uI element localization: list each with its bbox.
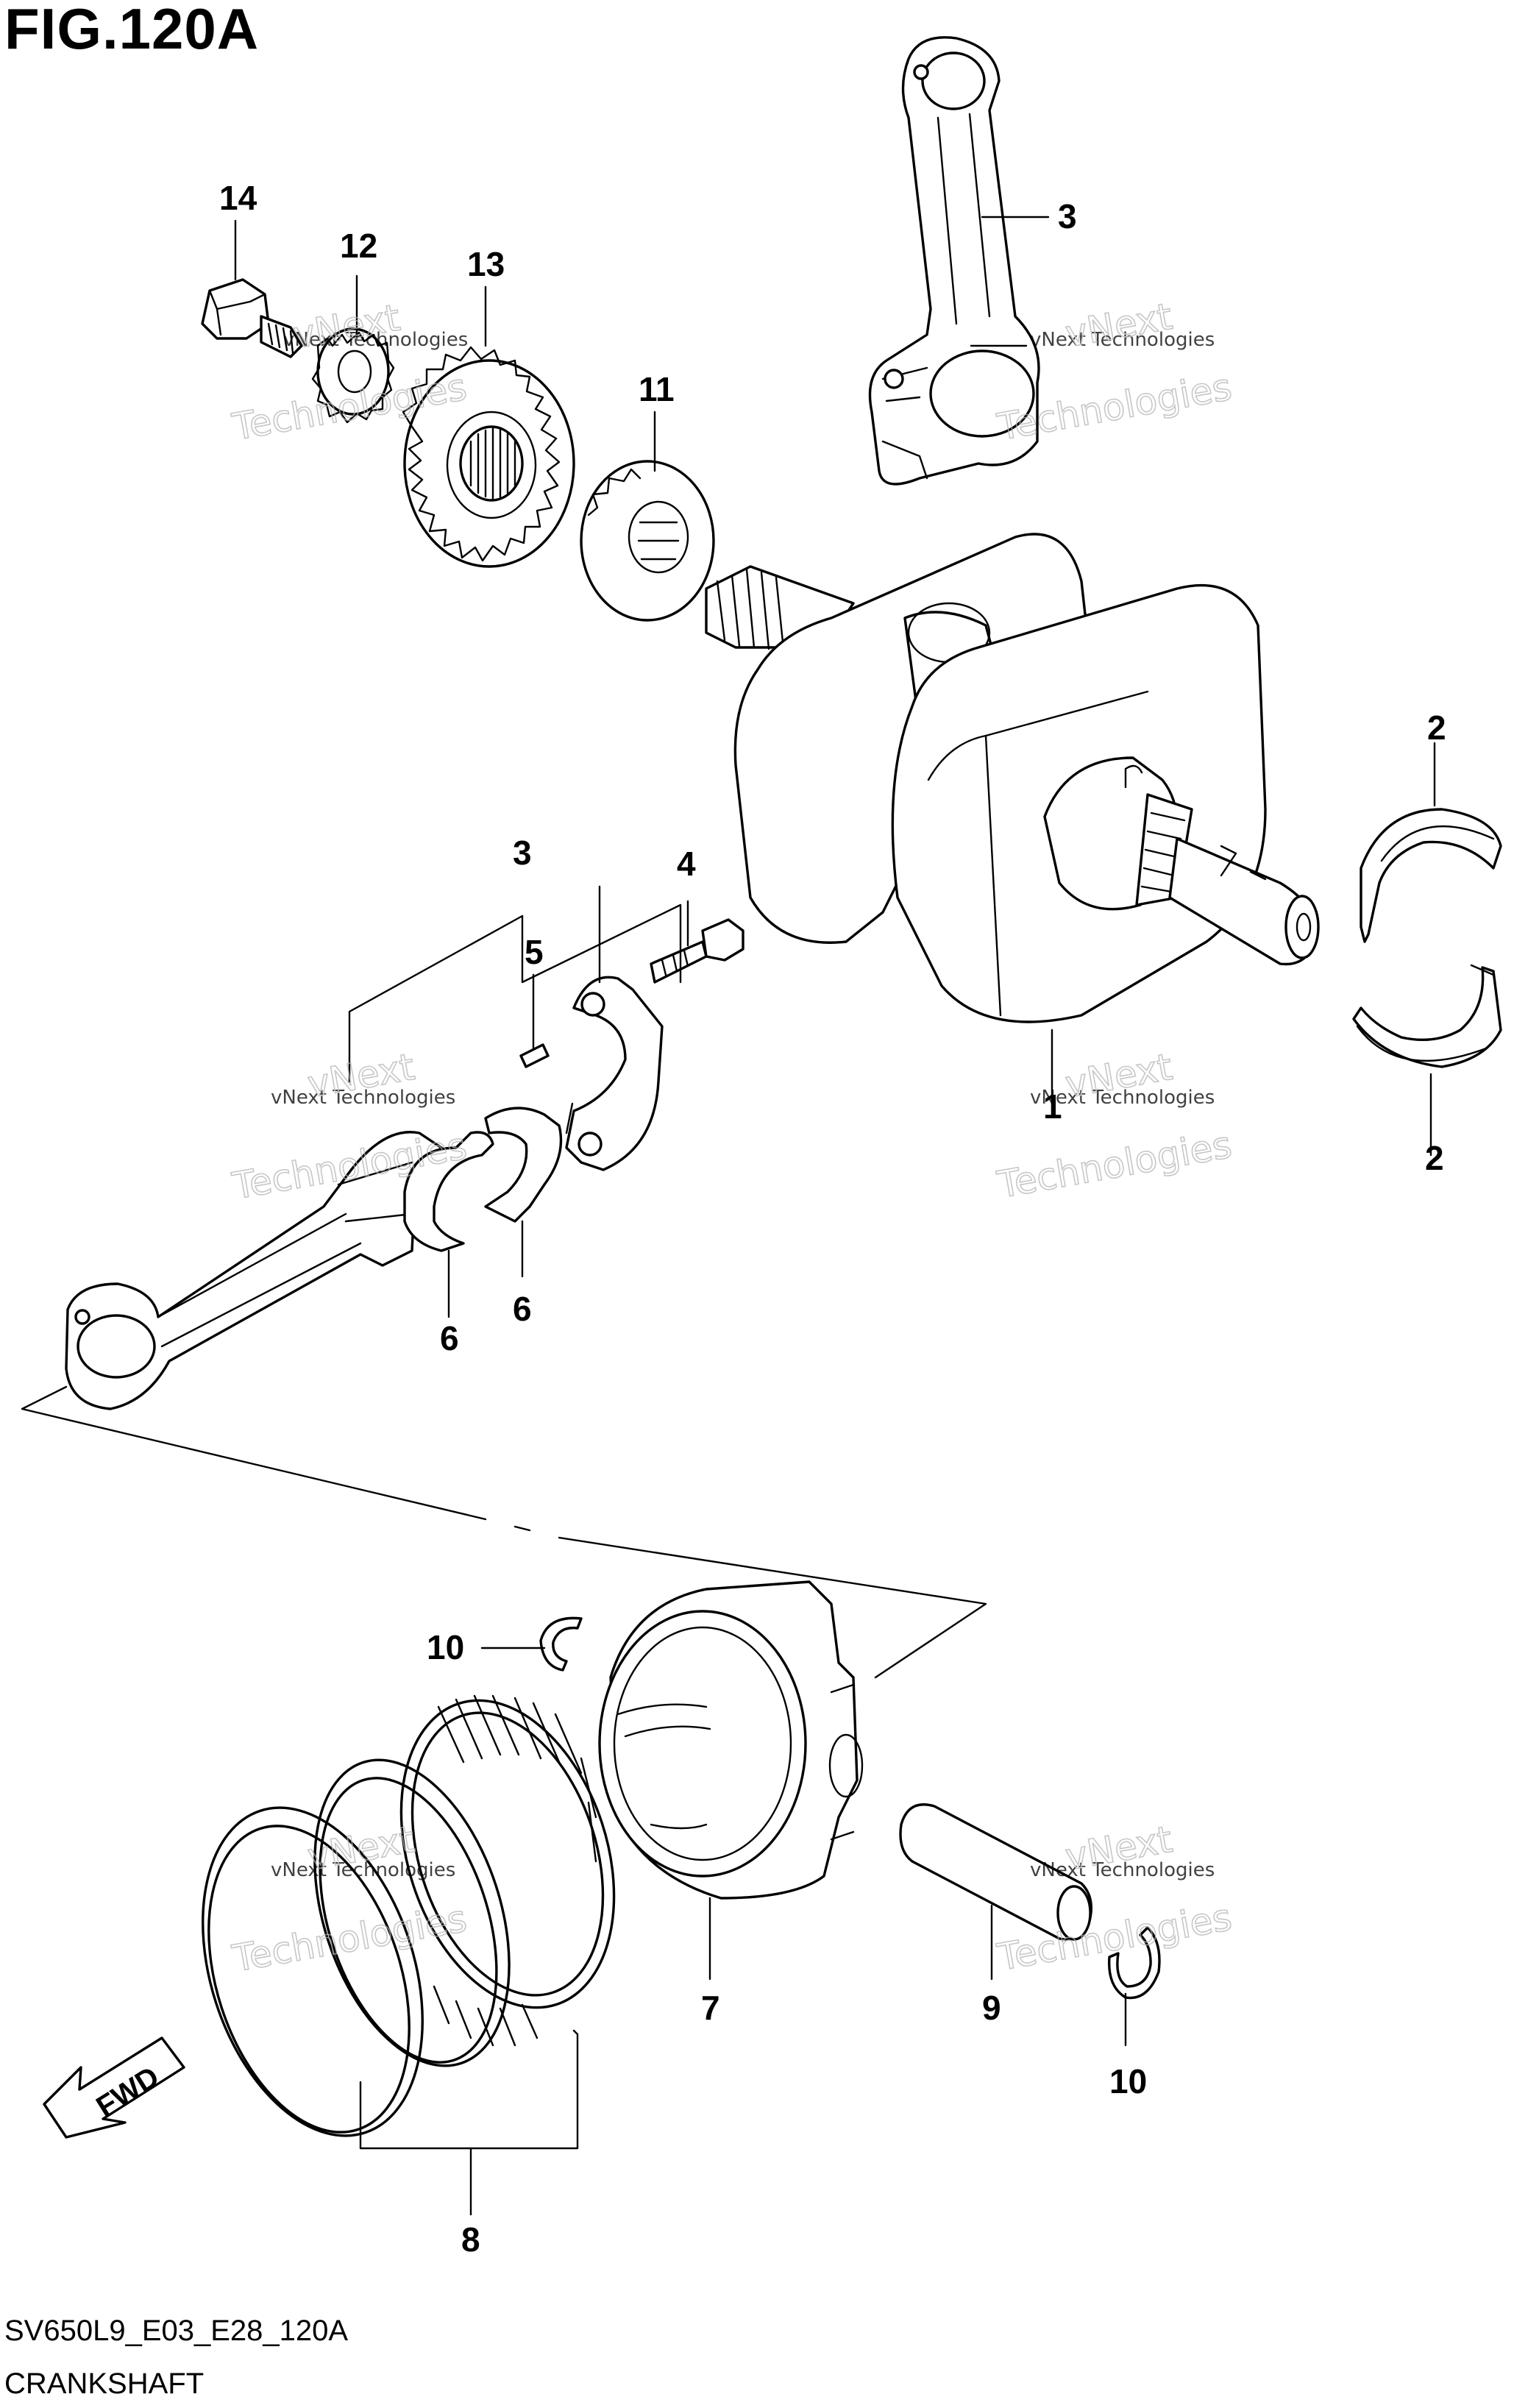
leader-lines	[21, 216, 1436, 2216]
piston-pin-circlip-bottom	[1107, 1926, 1161, 2000]
connecting-rod-lower	[65, 1131, 443, 1410]
callout-9: 9	[982, 1989, 1001, 2027]
connecting-rod-bolt	[650, 918, 744, 984]
watermark-small-4: vNext Technologies	[1030, 1087, 1215, 1109]
callout-3-mid: 3	[513, 834, 532, 872]
callout-10-top: 10	[427, 1628, 464, 1666]
callout-8: 8	[461, 2220, 480, 2259]
callout-2-top: 2	[1427, 708, 1446, 747]
crankshaft	[705, 533, 1320, 1023]
watermark-small-5: vNext Technologies	[271, 1859, 455, 1881]
piston-pin	[899, 1803, 1092, 1941]
callout-3-top: 3	[1058, 197, 1077, 235]
callout-2-bottom: 2	[1425, 1139, 1444, 1177]
callout-14: 14	[219, 179, 257, 217]
callout-7: 7	[701, 1989, 720, 2027]
piston-ring-set	[202, 1694, 616, 2137]
watermark-small-6: vNext Technologies	[1030, 1859, 1215, 1881]
dowel-pin	[519, 1043, 550, 1068]
callout-6-right: 6	[513, 1290, 532, 1328]
callout-1: 1	[1043, 1087, 1062, 1126]
forward-direction-badge: FWD	[43, 2036, 185, 2139]
section-title: CRANKSHAFT	[4, 2368, 205, 2400]
watermark-small-3: vNext Technologies	[271, 1087, 455, 1109]
drive-gear-washer	[580, 460, 715, 622]
callout-6-left: 6	[440, 1319, 459, 1357]
callout-12: 12	[340, 227, 377, 265]
callout-labels: 14 12 13 11 3 2 2 1 3 4 5 6 6 10 7 9 10 …	[219, 179, 1446, 2259]
crankshaft-journal-bearings	[1352, 808, 1502, 1068]
small-gear	[311, 327, 395, 424]
watermark-large-5b: Technologies	[229, 1897, 469, 1981]
callout-13: 13	[467, 245, 505, 283]
callout-11: 11	[639, 370, 675, 408]
flange-bolt	[201, 278, 303, 358]
callout-10-bottom: 10	[1109, 2062, 1147, 2100]
connecting-rod-top	[868, 36, 1040, 486]
primary-drive-gear	[402, 346, 575, 568]
callout-5: 5	[525, 933, 544, 971]
watermark-large-4b: Technologies	[994, 1123, 1234, 1207]
piston-pin-circlip-top	[539, 1616, 583, 1672]
callout-4: 4	[677, 845, 696, 883]
connecting-rod-bearings	[403, 1107, 563, 1252]
piston	[598, 1580, 864, 1900]
watermark-small-2: vNext Technologies	[1030, 329, 1215, 351]
diagram-code: SV650L9_E03_E28_120A	[4, 2315, 349, 2347]
watermark-small-1: vNext Technologies	[283, 329, 468, 351]
connecting-rod-cap	[565, 976, 664, 1171]
figure-title: FIG.120A	[4, 0, 260, 61]
